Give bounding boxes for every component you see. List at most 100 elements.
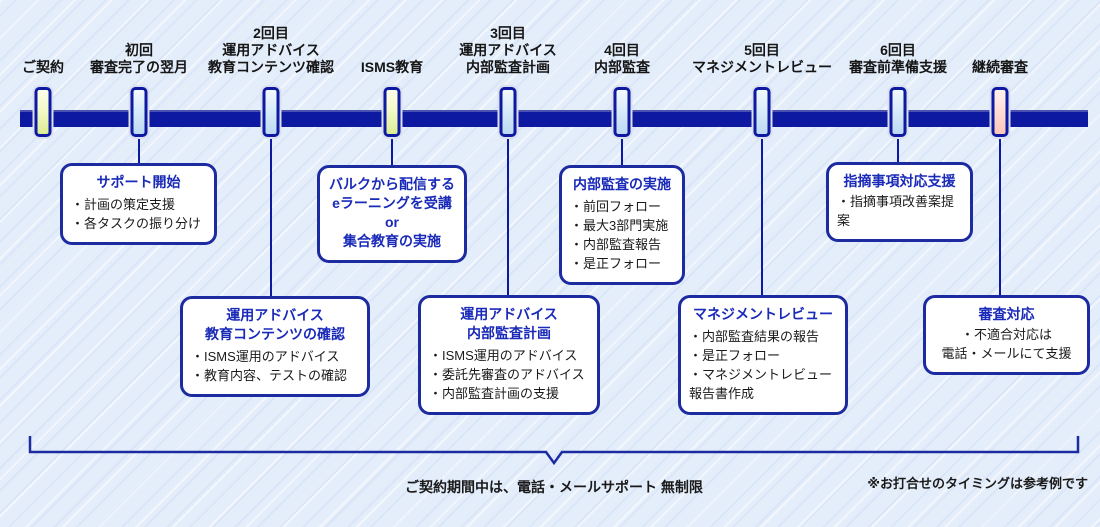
milestone-label-line: 審査完了の翌月: [90, 59, 188, 75]
milestone-marker-first: [130, 87, 148, 137]
connector-line: [761, 120, 763, 297]
callout-body-line: ・前回フォロー: [570, 199, 662, 214]
connector-line: [270, 120, 272, 298]
callout-body-line: 電話・メールにて支援: [941, 346, 1072, 361]
callout-body-line: ・内部監査計画の支援: [429, 386, 560, 401]
callout-body-line: ・マネジメントレビュー: [689, 367, 833, 382]
milestone-label-continuing-audit: 継続審査: [850, 59, 1100, 76]
callout-body-line: ・教育内容、テストの確認: [191, 368, 348, 383]
connector-line: [621, 120, 623, 167]
callout-title-line: 指摘事項対応支援: [843, 173, 956, 189]
callout-body: ・計画の策定支援 ・各タスクの振り分け: [71, 195, 206, 233]
milestone-label-line: 内部監査計画: [466, 59, 550, 75]
callout-body-line: ・是正フォロー: [689, 348, 781, 363]
milestone-label-line: 5回目: [744, 42, 780, 58]
milestone-label-first: 初回 審査完了の翌月: [0, 42, 289, 76]
milestone-label-third: 3回目 運用アドバイス 内部監査計画: [358, 25, 658, 76]
callout-internal-audit-exec: 内部監査の実施 ・前回フォロー ・最大3部門実施 ・内部監査報告 ・是正フォロー: [559, 165, 685, 285]
timing-disclaimer: ※お打合せのタイミングは参考例です: [867, 476, 1088, 491]
callout-management-review: マネジメントレビュー ・内部監査結果の報告 ・是正フォロー ・マネジメントレビュ…: [678, 295, 848, 415]
milestone-label-line: 6回目: [880, 42, 916, 58]
milestone-label-line: マネジメントレビュー: [692, 59, 832, 75]
callout-body-line: ・最大3部門実施: [570, 218, 669, 233]
callout-body-line: ・不適合対応は: [960, 327, 1052, 342]
callout-body: ・不適合対応は 電話・メールにて支援: [934, 325, 1079, 363]
connector-line: [999, 120, 1001, 297]
milestone-label-fourth: 4回目 内部監査: [472, 42, 772, 76]
milestone-marker-fifth: [753, 87, 771, 137]
connector-line: [507, 120, 509, 297]
callout-title: 審査対応: [934, 305, 1079, 324]
callout-title-line: 審査対応: [978, 306, 1035, 322]
milestone-marker-third: [499, 87, 517, 137]
milestone-marker-contract: [34, 87, 52, 137]
milestone-marker-sixth: [889, 87, 907, 137]
milestone-label-line: 内部監査: [594, 59, 650, 75]
callout-title: サポート開始: [71, 173, 206, 192]
milestone-label-line: 初回: [125, 42, 153, 58]
milestone-marker-second: [262, 87, 280, 137]
callout-title: 内部監査の実施: [570, 175, 674, 194]
callout-body-line: ・委託先審査のアドバイス: [429, 367, 585, 382]
callout-body: ・ISMS運用のアドバイス ・教育内容、テストの確認: [191, 347, 359, 385]
milestone-label-line: 4回目: [604, 42, 640, 58]
callout-title-line: 運用アドバイス: [460, 306, 558, 322]
callout-findings-support: 指摘事項対応支援 ・指摘事項改善案提案: [826, 162, 973, 242]
callout-title-line: eラーニングを受講: [332, 195, 452, 211]
connector-line: [897, 120, 899, 164]
callout-title-line: サポート開始: [96, 174, 181, 190]
callout-body-line: ・ISMS運用のアドバイス: [191, 349, 340, 364]
callout-advice-audit-plan: 運用アドバイス 内部監査計画 ・ISMS運用のアドバイス ・委託先審査のアドバイ…: [418, 295, 600, 415]
callout-body-line: ・指摘事項改善案提案: [837, 194, 955, 228]
callout-title: 運用アドバイス 教育コンテンツの確認: [191, 306, 359, 344]
milestone-label-fifth: 5回目 マネジメントレビュー: [612, 42, 912, 76]
callout-body: ・ISMS運用のアドバイス ・委託先審査のアドバイス ・内部監査計画の支援: [429, 346, 589, 403]
milestone-label-line: 運用アドバイス: [459, 42, 557, 58]
callout-title-line: or: [385, 214, 399, 230]
milestone-label-line: 3回目: [490, 25, 526, 41]
timeline-bar: [20, 110, 1088, 127]
callout-title: バルクから配信する eラーニングを受講 or 集合教育の実施: [328, 175, 456, 251]
callout-body-line: ・各タスクの振り分け: [71, 216, 202, 231]
callout-body-line: ・計画の策定支援: [71, 197, 176, 212]
callout-body-line: ・内部監査報告: [570, 237, 662, 252]
milestone-marker-continuing-audit: [991, 87, 1009, 137]
milestone-label-line: ISMS教育: [360, 59, 424, 75]
contract-period-note: ご契約期間中は、電話・メールサポート 無制限: [405, 479, 703, 495]
connector-line: [138, 120, 140, 165]
callout-body: ・指摘事項改善案提案: [837, 192, 962, 230]
milestone-marker-isms-education: [383, 87, 401, 137]
callout-title-line: 教育コンテンツの確認: [205, 326, 345, 342]
callout-body: ・内部監査結果の報告 ・是正フォロー ・マネジメントレビュー 報告書作成: [689, 327, 837, 403]
milestone-label-isms-education: ISMS教育: [242, 59, 542, 76]
callout-title: 運用アドバイス 内部監査計画: [429, 305, 589, 343]
milestone-label-contract: ご契約: [0, 59, 193, 76]
callout-body-line: ・内部監査結果の報告: [689, 329, 820, 344]
milestone-label-second: 2回目 運用アドバイス 教育コンテンツ確認: [121, 25, 421, 76]
milestone-label-line: 審査前準備支援: [849, 59, 947, 75]
callout-body-line: ・ISMS運用のアドバイス: [429, 348, 578, 363]
milestone-label-line: ご契約: [22, 59, 64, 75]
milestone-label-line: 継続審査: [972, 59, 1028, 75]
milestone-label-line: 教育コンテンツ確認: [208, 59, 334, 75]
milestone-marker-fourth: [613, 87, 631, 137]
callout-title-line: 内部監査計画: [467, 325, 551, 341]
callout-advice-education-check: 運用アドバイス 教育コンテンツの確認 ・ISMS運用のアドバイス ・教育内容、テ…: [180, 296, 370, 397]
callout-title-line: 集合教育の実施: [343, 233, 441, 249]
callout-title-line: マネジメントレビュー: [693, 306, 833, 322]
milestone-label-line: 2回目: [253, 25, 289, 41]
milestone-label-sixth: 6回目 審査前準備支援: [748, 42, 1048, 76]
connector-line: [391, 120, 393, 167]
callout-title: 指摘事項対応支援: [837, 172, 962, 191]
callout-support-start: サポート開始 ・計画の策定支援 ・各タスクの振り分け: [60, 163, 217, 245]
callout-title-line: 内部監査の実施: [573, 176, 671, 192]
callout-title-line: 運用アドバイス: [226, 307, 324, 323]
callout-body-line: 報告書作成: [689, 386, 755, 401]
callout-title: マネジメントレビュー: [689, 305, 837, 324]
callout-title-line: バルクから配信する: [329, 176, 455, 192]
callout-elearning: バルクから配信する eラーニングを受講 or 集合教育の実施: [317, 165, 467, 263]
callout-body: ・前回フォロー ・最大3部門実施 ・内部監査報告 ・是正フォロー: [570, 197, 674, 273]
callout-body-line: ・是正フォロー: [570, 256, 662, 271]
